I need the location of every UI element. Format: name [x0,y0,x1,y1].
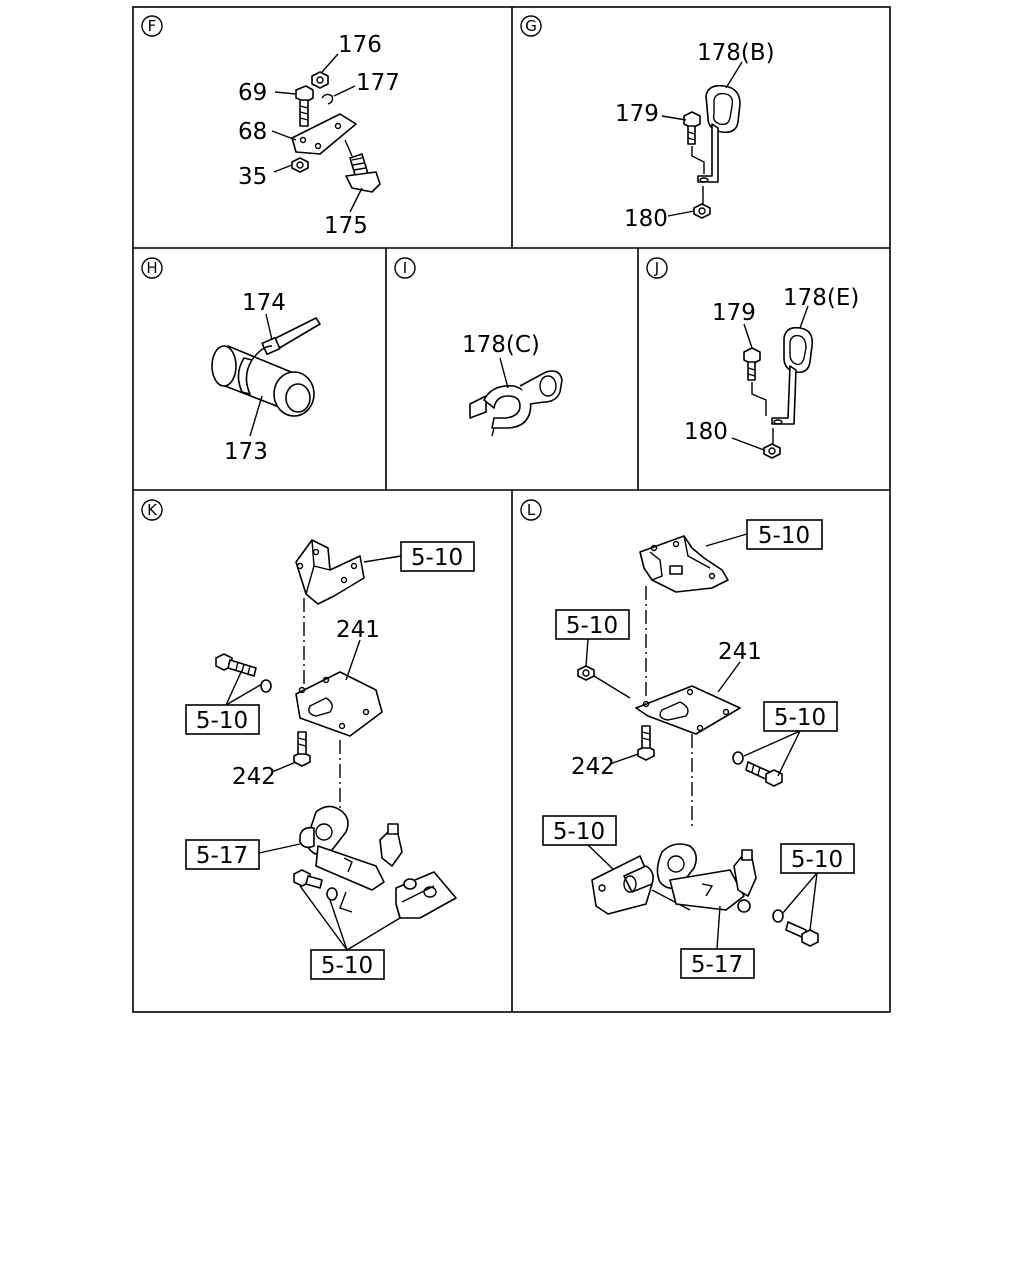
bolt-179 [683,111,701,145]
panel-h: H 174 173 [141,257,321,465]
hinge-assembly-k [299,805,457,919]
svg-text:H: H [146,259,157,277]
label-179: 179 [615,101,659,127]
plate-241-l [635,685,741,735]
ref-box-l-right [763,701,838,732]
label-174: 174 [242,290,286,316]
bolt-179-j [743,347,761,381]
nut-176 [311,71,329,89]
ref-box-l-517 [680,948,755,979]
panel-g: G 178(B) 179 180 [520,15,775,232]
panel-i: I 178(C) [394,257,563,437]
label-177: 177 [356,70,400,96]
svg-text:F: F [148,17,157,35]
label-242-l: 242 [571,754,615,780]
nut-l [577,665,595,681]
clip-178b [697,84,741,183]
ref-l-nut: 5-10 [566,613,618,639]
panel-k: K [141,499,475,980]
label-176: 176 [338,32,382,58]
label-68: 68 [238,119,267,145]
panel-k-marker: K [141,499,163,521]
panel-h-marker: H [141,257,163,279]
svg-text:J: J [654,259,659,277]
clip-177 [321,93,334,105]
svg-text:I: I [403,259,407,277]
ref-k-bottom: 5-10 [321,953,373,979]
bolt-right-l [732,751,783,787]
label-175: 175 [324,213,368,239]
ref-box-l-bottom-right [780,843,855,874]
bolt-lower-k [293,869,353,913]
hinge-assembly-l [656,843,757,913]
panel-i-marker: I [394,257,416,279]
ref-l-left: 5-10 [553,819,605,845]
ref-box-l-nut [555,609,630,640]
ref-l-517: 5-17 [691,952,743,978]
panel-j-marker: J [646,257,668,279]
label-180: 180 [624,206,668,232]
bolt-lower-l [772,909,819,947]
svg-text:K: K [147,501,158,519]
plate-241 [295,671,383,737]
panel-j: J 178(E) 179 180 [646,257,859,459]
diagram-frame [132,6,891,1013]
ref-box-l-top [746,519,823,550]
tube-173 [211,345,315,417]
label-241-k: 241 [336,617,380,643]
clamp-178c [469,370,563,437]
side-bracket-l [591,855,654,915]
svg-text:G: G [525,17,537,35]
nut-180 [693,203,711,219]
ref-k-517: 5-17 [196,843,248,869]
bolt-69 [295,85,314,127]
label-180-j: 180 [684,419,728,445]
nut-180-j [763,443,781,459]
label-178c: 178(C) [462,332,540,358]
panel-f-marker: F [141,15,163,37]
label-35: 35 [238,164,267,190]
panel-l-marker: L [520,499,542,521]
label-179-j: 179 [712,300,756,326]
clip-178e [771,326,814,425]
ref-k-top: 5-10 [411,545,463,571]
ref-l-top: 5-10 [758,523,810,549]
cable-tie-174 [237,317,321,395]
label-178b: 178(B) [697,40,775,66]
label-178e: 178(E) [783,285,859,311]
bolt-left-k [215,653,272,693]
nut-35 [291,157,309,173]
ref-l-bottom-right: 5-10 [791,847,843,873]
label-69: 69 [238,80,267,106]
upper-bracket-l [639,535,729,593]
ref-box-k-left [185,704,260,735]
ref-k-left: 5-10 [196,708,248,734]
label-241-l: 241 [718,639,762,665]
bolt-242-k [293,731,311,767]
panel-g-marker: G [520,15,542,37]
bolt-242-l [637,725,655,761]
panel-f: F 176 177 6 [141,15,400,239]
ref-box-k-bottom [310,949,385,980]
ref-l-right: 5-10 [774,705,826,731]
upper-bracket [295,539,365,605]
panel-l: L [520,499,855,979]
label-242-k: 242 [232,764,276,790]
ref-box-k-517 [185,839,260,870]
connector-175 [345,153,381,193]
label-173: 173 [224,439,268,465]
svg-text:L: L [527,501,536,519]
ref-box-l-left [542,815,617,846]
